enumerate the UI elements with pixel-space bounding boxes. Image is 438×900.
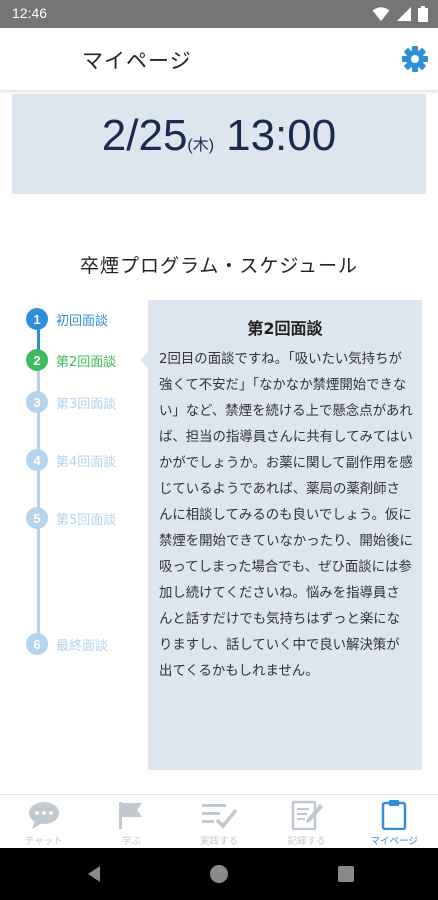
chat-bubble-icon <box>27 799 61 831</box>
tab-label: 実践する <box>199 836 238 847</box>
tab-learn[interactable]: 学ぶ <box>88 795 176 848</box>
step-number: 6 <box>26 633 48 655</box>
back-button[interactable] <box>82 862 106 886</box>
bottom-tab-bar: チャット 学ぶ 実践する <box>0 794 438 848</box>
step-5[interactable]: 5 第5回面談 <box>26 506 116 530</box>
app-header: マイページ <box>0 28 438 90</box>
tab-label: マイページ <box>370 836 418 847</box>
tab-label: 学ぶ <box>121 836 141 847</box>
step-number: 5 <box>26 507 48 529</box>
step-6[interactable]: 6 最終面談 <box>26 632 108 656</box>
next-appointment-card: 2/25(木) 13:00 <box>12 94 426 194</box>
step-number: 4 <box>26 449 48 471</box>
tab-label: 記録する <box>287 836 326 847</box>
detail-body: 2回目の面談ですね。「吸いたい気持ちが強くて不安だ」「なかなか禁煙開始できない」… <box>159 352 413 679</box>
step-2[interactable]: 2 第2回面談 <box>26 348 116 372</box>
tab-practice[interactable]: 実践する <box>175 795 263 848</box>
status-time: 12:46 <box>12 5 48 21</box>
gear-icon <box>402 46 428 72</box>
timeline-line-completed <box>37 318 40 358</box>
step-label: 第2回面談 <box>56 354 117 370</box>
signal-icon <box>397 7 411 21</box>
step-label: 第3回面談 <box>56 396 117 412</box>
page-title: マイページ <box>82 49 192 73</box>
schedule-timeline: 1 初回面談 2 第2回面談 3 第3回面談 4 第4回面談 5 第5回面談 6… <box>26 306 146 666</box>
system-nav-bar <box>0 848 438 900</box>
detail-pointer <box>140 352 148 368</box>
appointment-time: 13:00 <box>226 111 337 160</box>
step-label: 初回面談 <box>56 313 109 329</box>
battery-icon <box>418 6 428 22</box>
wifi-icon <box>372 7 390 21</box>
step-4[interactable]: 4 第4回面談 <box>26 448 116 472</box>
tab-mypage[interactable]: マイページ <box>350 795 438 848</box>
flag-icon <box>115 799 147 831</box>
home-button[interactable] <box>207 862 231 886</box>
step-3[interactable]: 3 第3回面談 <box>26 390 116 414</box>
step-number: 2 <box>26 349 48 371</box>
appointment-day: (木) <box>187 137 215 154</box>
recents-button[interactable] <box>334 862 358 886</box>
detail-title: 第2回面談 <box>247 319 323 338</box>
step-detail-card: 第2回面談 2回目の面談ですね。「吸いたい気持ちが強くて不安だ」「なかなか禁煙開… <box>140 300 422 770</box>
step-number: 1 <box>26 308 48 330</box>
step-label: 第4回面談 <box>56 454 117 470</box>
timeline-line-upcoming <box>37 358 40 648</box>
status-icons <box>372 6 428 22</box>
tab-record[interactable]: 記録する <box>263 795 351 848</box>
step-label: 第5回面談 <box>56 512 117 528</box>
settings-button[interactable] <box>398 42 432 76</box>
step-label: 最終面談 <box>56 638 109 654</box>
home-circle-icon <box>210 865 228 883</box>
step-number: 3 <box>26 391 48 413</box>
program-schedule-title: 卒煙プログラム・スケジュール <box>79 255 359 277</box>
edit-note-icon <box>290 799 324 831</box>
recents-square-icon <box>338 866 354 882</box>
step-1[interactable]: 1 初回面談 <box>26 307 108 331</box>
clipboard-icon <box>381 799 407 831</box>
back-triangle-icon <box>88 866 100 882</box>
appointment-date: 2/25 <box>101 111 188 160</box>
tab-label: チャット <box>24 836 63 847</box>
checklist-icon <box>200 799 238 831</box>
status-bar: 12:46 <box>0 0 438 28</box>
appointment-datetime: 2/25(木) 13:00 <box>12 111 426 161</box>
tab-chat[interactable]: チャット <box>0 795 88 848</box>
